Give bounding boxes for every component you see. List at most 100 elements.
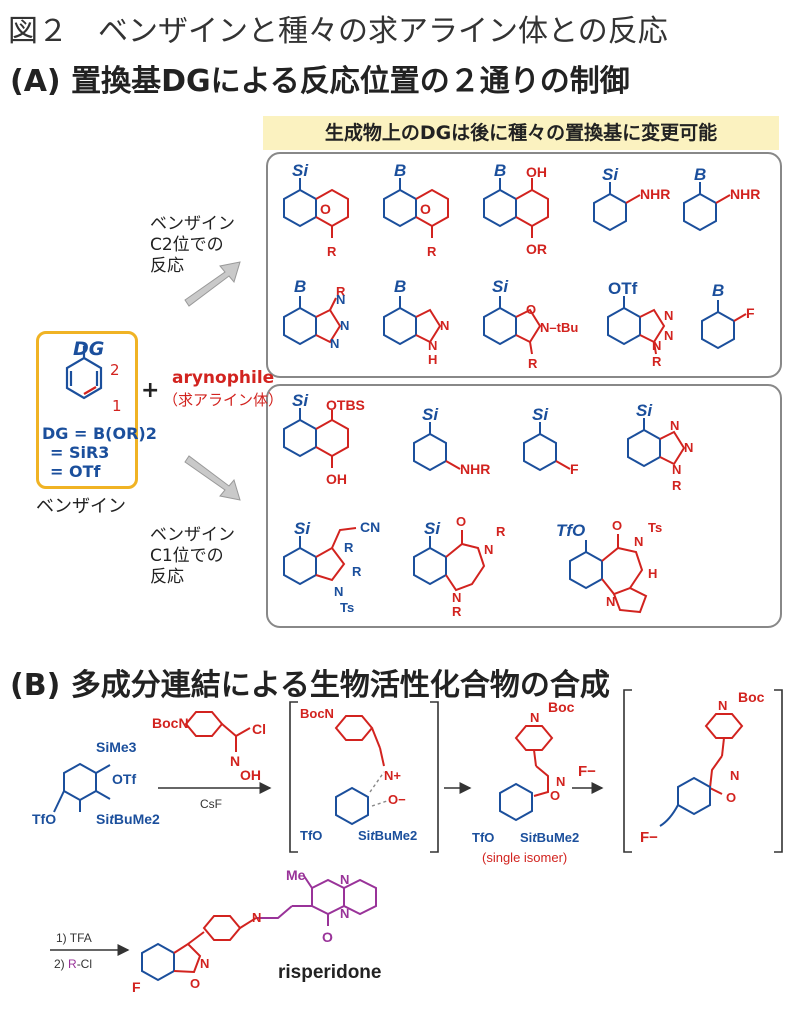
svg-text:O: O — [190, 976, 200, 991]
svg-text:R: R — [496, 524, 506, 539]
benzyne-box — [36, 331, 138, 489]
svg-text:N: N — [230, 753, 240, 769]
arynophile-jp-label: （求アライン体） — [163, 391, 284, 409]
svg-text:OH: OH — [526, 164, 547, 180]
svg-text:OH: OH — [240, 767, 261, 783]
svg-text:R: R — [336, 284, 346, 299]
svg-text:N: N — [440, 318, 449, 333]
dg-definitions: DG = B(OR)2 = SiR3 = OTf — [42, 424, 157, 481]
svg-text:NHR: NHR — [460, 461, 490, 477]
svg-text:Cl: Cl — [252, 721, 266, 737]
svg-text:R: R — [327, 244, 337, 259]
svg-text:O: O — [320, 201, 331, 217]
svg-text:Si: Si — [422, 405, 439, 424]
c1-products-box — [266, 384, 782, 628]
svg-text:Si: Si — [294, 519, 311, 538]
svg-text:1) TFA: 1) TFA — [56, 931, 92, 945]
svg-text:Boc: Boc — [548, 699, 575, 715]
svg-text:Si: Si — [292, 391, 309, 410]
figure-title: 図２ ベンザインと種々の求アライン体との反応 — [8, 14, 668, 49]
svg-text:O: O — [550, 788, 560, 803]
svg-text:R: R — [352, 564, 362, 579]
svg-text:N: N — [340, 318, 349, 333]
svg-text:F: F — [746, 305, 755, 321]
svg-text:R: R — [452, 604, 462, 619]
svg-text:B: B — [694, 165, 706, 184]
svg-text:O: O — [726, 790, 736, 805]
svg-text:N–tBu: N–tBu — [540, 320, 578, 335]
svg-text:N: N — [664, 308, 673, 323]
svg-text:B: B — [494, 161, 506, 180]
svg-text:B: B — [712, 281, 724, 300]
svg-text:Si: Si — [492, 277, 509, 296]
svg-text:O: O — [420, 201, 431, 217]
svg-text:2) R-Cl: 2) R-Cl — [54, 957, 92, 971]
svg-text:Si: Si — [292, 161, 309, 180]
svg-text:R: R — [652, 354, 662, 369]
svg-text:BocN: BocN — [152, 715, 189, 731]
svg-text:F−: F− — [578, 763, 596, 780]
svg-text:N: N — [340, 906, 349, 921]
svg-text:F−: F− — [640, 829, 658, 846]
svg-text:N: N — [634, 534, 643, 549]
position-2: 2 — [110, 361, 120, 379]
svg-text:TfO: TfO — [472, 830, 494, 845]
svg-text:N: N — [334, 584, 343, 599]
banner: 生成物上のDGは後に種々の置換基に変更可能 — [263, 116, 779, 150]
svg-text:N: N — [336, 292, 345, 307]
arrow-c1 — [184, 455, 241, 501]
svg-text:N: N — [556, 774, 565, 789]
svg-text:F: F — [570, 461, 579, 477]
dg-label: DG — [73, 338, 105, 360]
svg-text:O: O — [322, 929, 333, 945]
svg-text:SitBuMe2: SitBuMe2 — [96, 811, 160, 827]
svg-text:N: N — [252, 910, 261, 925]
plus-sign: + — [141, 378, 160, 403]
svg-text:N: N — [606, 594, 615, 609]
svg-text:OR: OR — [526, 241, 547, 257]
svg-text:O−: O− — [388, 792, 406, 807]
position-1: 1 — [112, 397, 122, 415]
svg-text:H: H — [648, 566, 657, 581]
svg-text:SitBuMe2: SitBuMe2 — [358, 828, 417, 843]
svg-text:N: N — [652, 338, 661, 353]
svg-text:SitBuMe2: SitBuMe2 — [520, 830, 579, 845]
svg-text:SiMe3: SiMe3 — [96, 739, 137, 755]
svg-text:OTBS: OTBS — [326, 397, 365, 413]
svg-text:Si: Si — [636, 401, 653, 420]
svg-text:N: N — [330, 336, 339, 351]
svg-text:O: O — [456, 514, 466, 529]
svg-text:BocN: BocN — [300, 706, 334, 721]
arrow-c2 — [184, 261, 241, 307]
svg-text:O: O — [612, 518, 622, 533]
svg-text:NHR: NHR — [730, 186, 760, 202]
svg-text:Ts: Ts — [648, 520, 662, 535]
svg-text:H: H — [428, 352, 437, 367]
arynophile-label: arynophile — [172, 368, 275, 388]
svg-text:TfO: TfO — [300, 828, 322, 843]
svg-text:NHR: NHR — [640, 186, 670, 202]
svg-text:Me: Me — [286, 867, 306, 883]
svg-text:N: N — [428, 338, 437, 353]
start-aryl — [53, 762, 111, 813]
section-a-heading: (A) 置換基DGによる反応位置の２通りの制御 — [10, 64, 630, 99]
svg-text:R: R — [672, 478, 682, 493]
benzyne-structure — [65, 346, 103, 400]
svg-text:OTf: OTf — [112, 771, 136, 787]
svg-text:Ts: Ts — [340, 600, 354, 615]
benzyne-label: ベンザイン — [36, 496, 126, 517]
svg-text:R: R — [528, 356, 538, 371]
svg-text:N: N — [530, 710, 539, 725]
svg-text:N: N — [340, 872, 349, 887]
svg-text:OH: OH — [326, 471, 347, 487]
svg-text:B: B — [294, 277, 306, 296]
svg-text:R: R — [344, 540, 354, 555]
svg-text:N: N — [200, 956, 209, 971]
svg-text:N: N — [718, 698, 727, 713]
svg-text:N: N — [452, 590, 461, 605]
svg-text:OTf: OTf — [608, 279, 638, 298]
svg-text:N+: N+ — [384, 768, 401, 783]
